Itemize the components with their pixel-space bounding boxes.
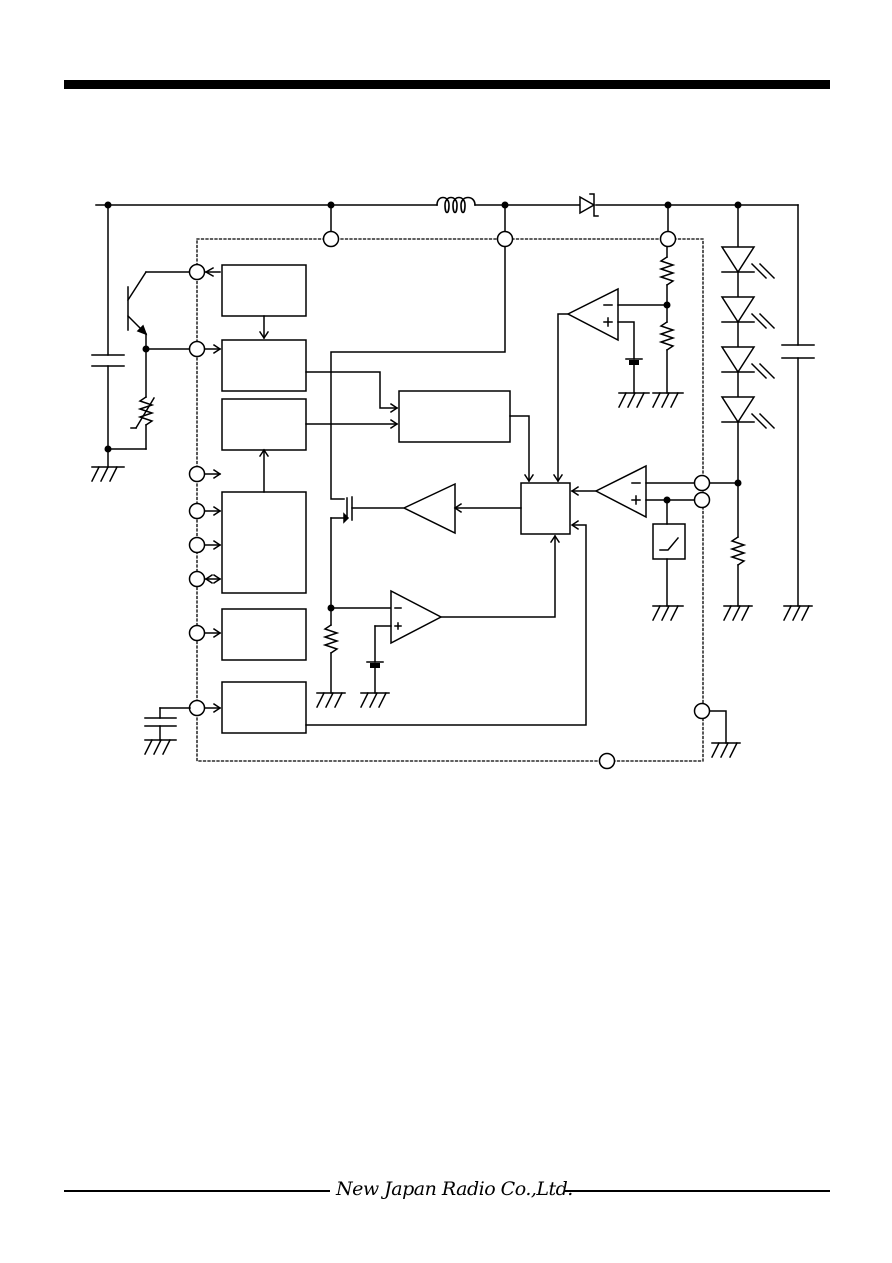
inductor-icon	[436, 196, 476, 214]
resistor-icon	[315, 607, 346, 709]
mosfet-icon	[330, 496, 404, 609]
output-capacitor	[781, 344, 815, 622]
junction-dots	[104, 201, 742, 612]
variable-resistor-icon	[130, 348, 156, 450]
led-icon	[720, 396, 776, 430]
led-string	[720, 204, 776, 622]
led-icon	[720, 296, 776, 330]
current-sense-amp	[330, 534, 561, 709]
led-icon	[720, 346, 776, 380]
company-logo: New Japan Radio Co.,Ltd.	[336, 1178, 573, 1200]
footer-rule-right	[564, 1190, 830, 1192]
error-amp	[570, 464, 739, 622]
footer-rule-left	[64, 1190, 330, 1192]
input-capacitor	[91, 204, 147, 468]
transistor-icon	[126, 270, 191, 350]
header-rule	[64, 80, 830, 89]
left-pins	[145, 263, 222, 717]
switch-node	[322, 204, 514, 500]
diode-icon	[579, 193, 599, 217]
left-blocks	[221, 264, 307, 734]
gate-driver	[402, 482, 522, 535]
soft-start-line	[305, 519, 587, 726]
soft-start-capacitor	[143, 707, 191, 756]
ground-icon	[90, 465, 125, 483]
led-icon	[720, 246, 776, 280]
gnd-pin	[598, 702, 741, 770]
ovp-amp	[552, 204, 684, 483]
supply-rail	[95, 204, 799, 607]
